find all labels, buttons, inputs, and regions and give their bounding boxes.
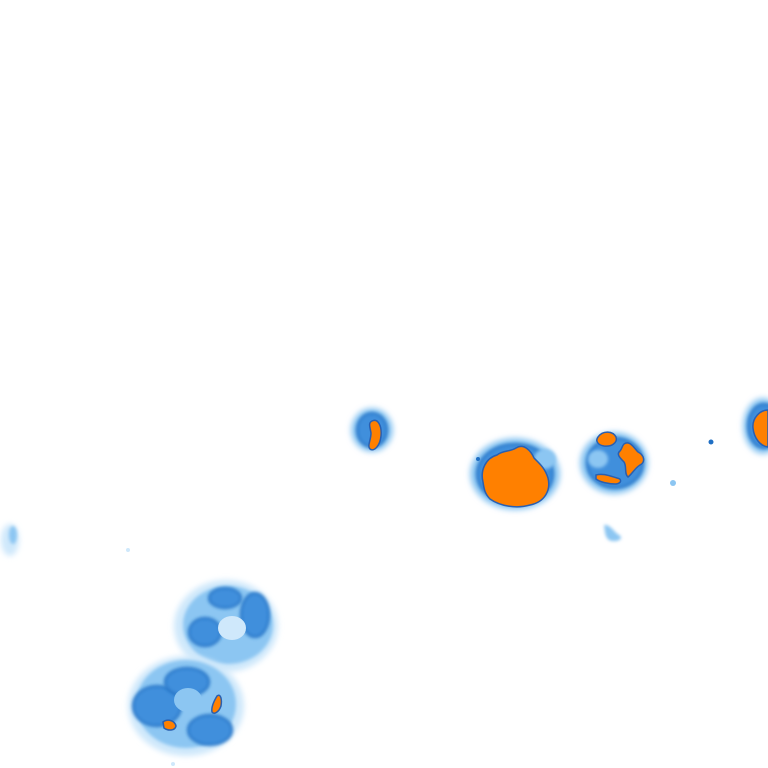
cell-southwest-lower bbox=[128, 656, 244, 766]
cell-east-cluster bbox=[580, 431, 714, 542]
cell-central-small bbox=[351, 408, 393, 452]
cell-central-large bbox=[470, 438, 560, 510]
cell-southwest-upper bbox=[174, 580, 278, 672]
cell-west-edge bbox=[1, 524, 130, 556]
cell-east-edge bbox=[743, 398, 768, 454]
